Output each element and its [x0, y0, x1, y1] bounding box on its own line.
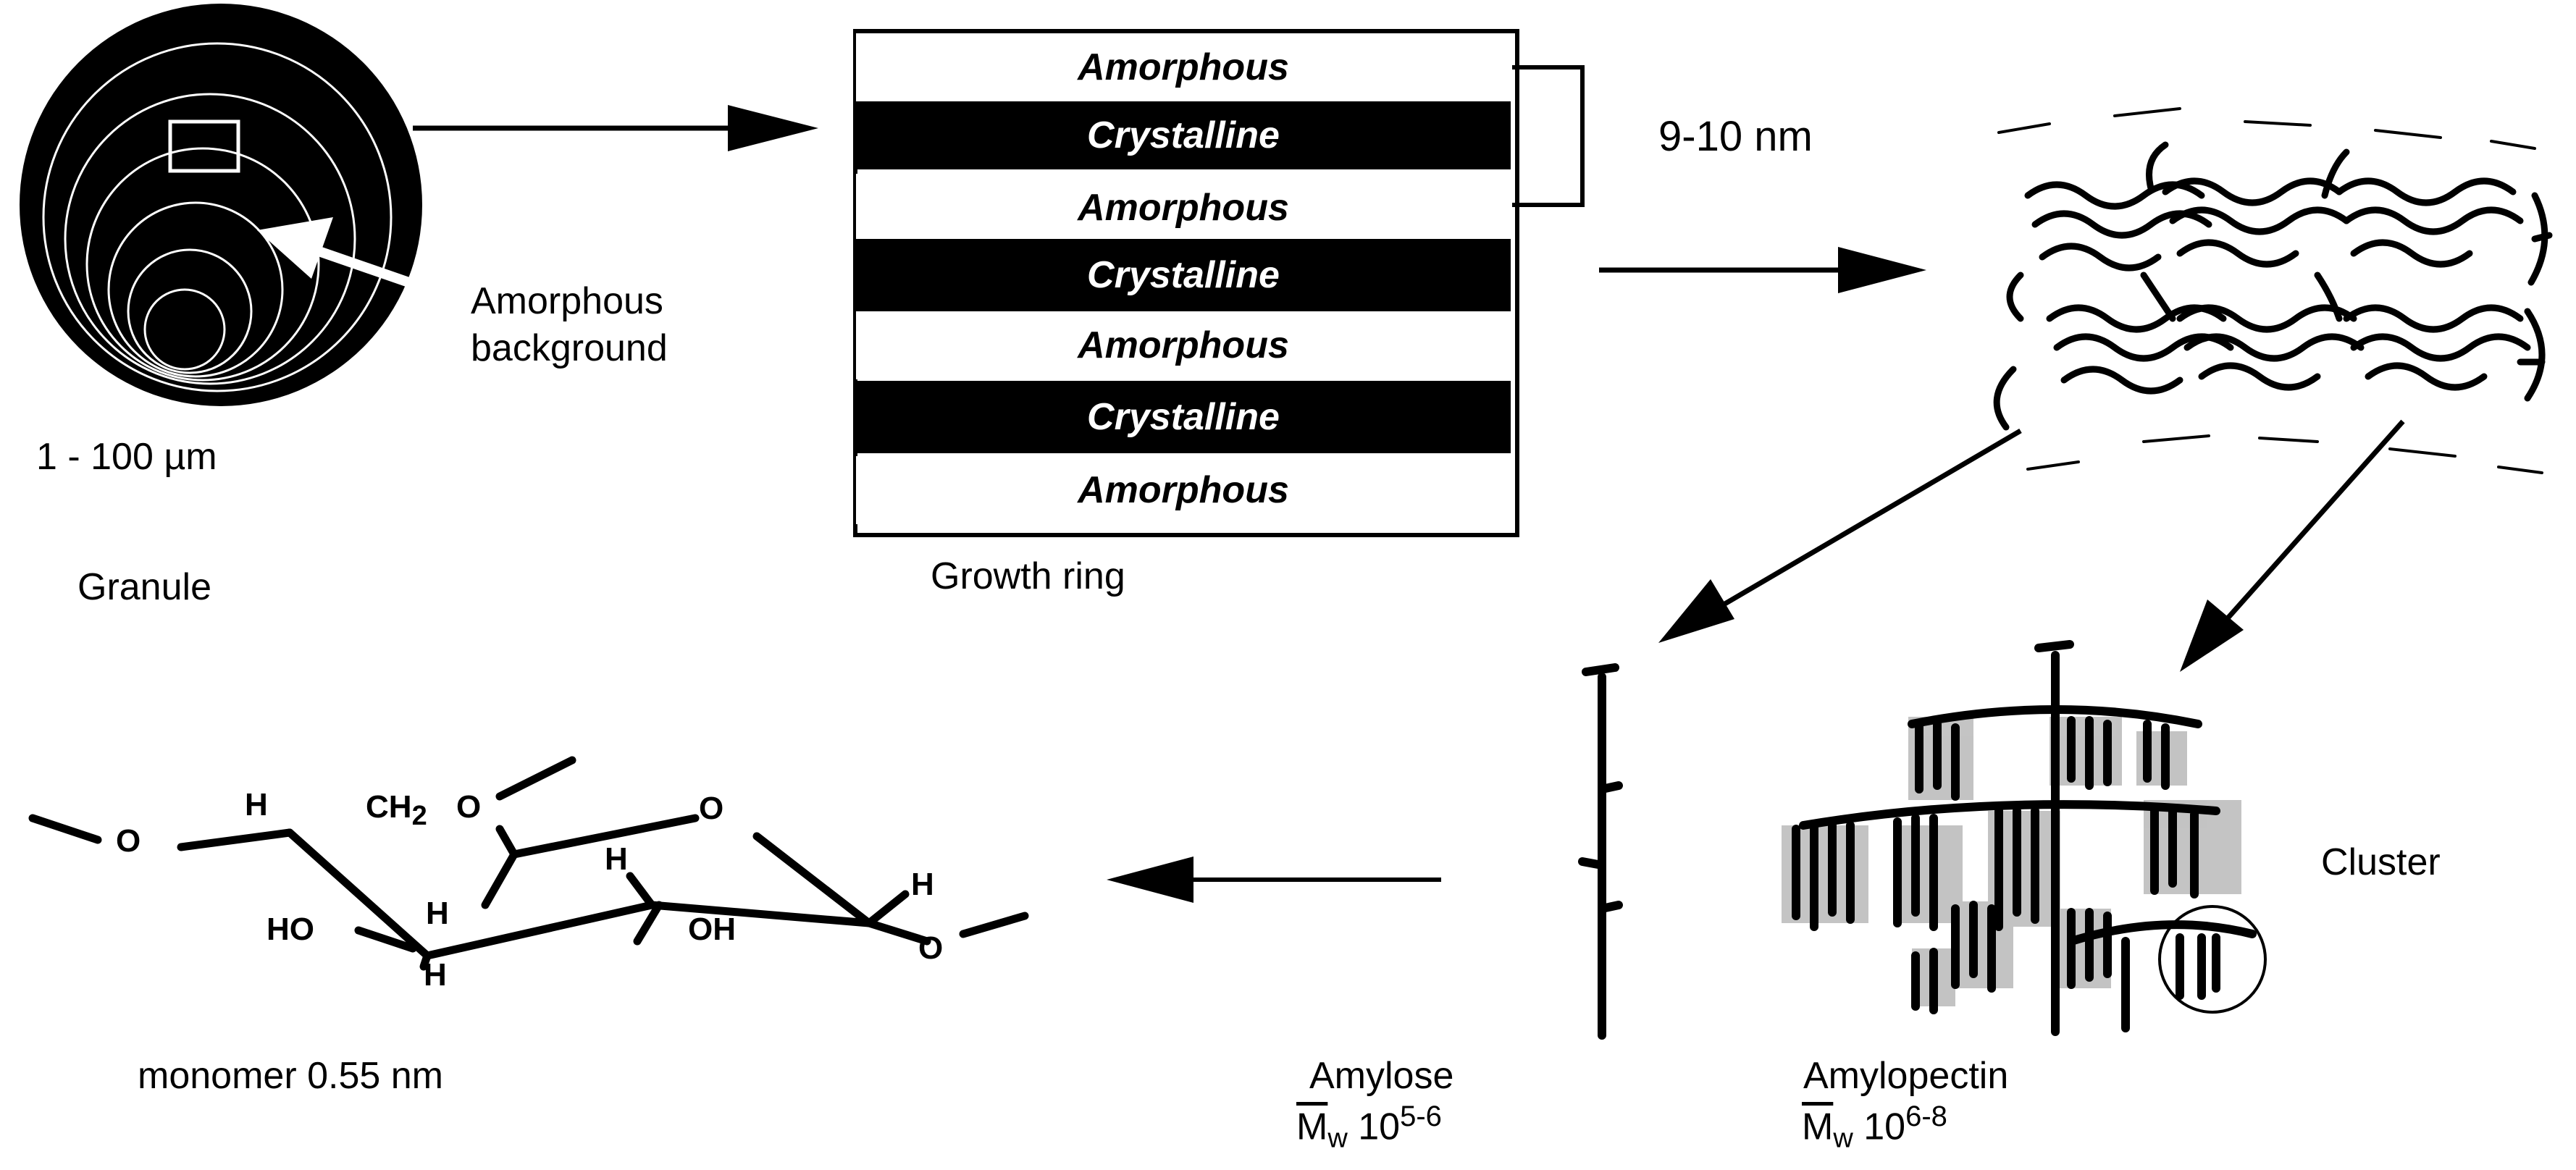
ring-layer-crystalline-3: Crystalline	[856, 381, 1511, 453]
monomer-caption: monomer 0.55 nm	[138, 1055, 443, 1097]
atom-ho: HO	[267, 912, 314, 947]
amylose-mw-symbol: M	[1296, 1106, 1328, 1148]
amylopectin-mw-exp: 6-8	[1905, 1100, 1947, 1132]
period-bracket	[1512, 65, 1585, 207]
granule-caption: Granule	[77, 566, 211, 608]
amorphous-pointer-arrow	[257, 217, 457, 303]
granule-size-label: 1 - 100 µm	[36, 436, 217, 478]
amylose-mw-sub: w	[1327, 1123, 1348, 1154]
arrow-amylose-to-monomer	[1107, 857, 1441, 903]
lamellae-structure	[1993, 107, 2553, 474]
amylose-mw-base: 10	[1347, 1106, 1401, 1148]
atom-o-right: O	[918, 930, 944, 966]
atom-h-c3: H	[605, 841, 628, 877]
amylose-chain	[1578, 663, 1623, 1040]
growth-ring-caption: Growth ring	[931, 555, 1125, 597]
amylopectin-mw-sub: w	[1833, 1123, 1853, 1154]
amylopectin-mw-base: 10	[1853, 1106, 1906, 1148]
ring-layer-amorphous-3: Amorphous	[856, 311, 1511, 379]
atom-h-top: H	[245, 787, 268, 822]
ring-layer-crystalline-1: Crystalline	[856, 101, 1511, 169]
ring-layer-crystalline-2: Crystalline	[856, 239, 1511, 311]
amorphous-background-label-2: background	[471, 327, 668, 369]
amylopectin-mw: Mw 106-8	[1802, 1102, 1947, 1153]
arrow-granule-to-ring	[413, 105, 818, 151]
atom-o-ch2: O	[456, 789, 482, 825]
glucose-monomer-structure	[28, 756, 1029, 971]
amorphous-background-label-1: Amorphous	[471, 280, 663, 322]
atom-h-right: H	[911, 867, 934, 902]
atom-oh: OH	[688, 912, 736, 947]
period-label: 9-10 nm	[1658, 113, 1813, 160]
ring-layer-amorphous-2: Amorphous	[856, 174, 1511, 242]
arrow-lamellae-to-amylose	[1658, 428, 2022, 643]
ring-layer-amorphous-4: Amorphous	[856, 456, 1511, 524]
atom-ch2-ch: CH	[366, 789, 412, 825]
arrow-lamellae-to-amylopectin	[2180, 419, 2405, 672]
amylopectin-mw-symbol: M	[1802, 1106, 1834, 1148]
amylose-mw: Mw 105-6	[1296, 1102, 1442, 1153]
atom-o-ring: O	[699, 791, 724, 826]
atom-h-bottom: H	[424, 957, 447, 993]
cluster-label: Cluster	[2321, 841, 2441, 883]
growth-ring-stack	[853, 29, 1519, 537]
atom-h-mid: H	[426, 896, 449, 931]
amylopectin-name: Amylopectin	[1803, 1055, 2009, 1097]
atom-ch2-sub: 2	[411, 800, 427, 831]
arrow-ring-to-lamellae	[1599, 247, 1926, 293]
atom-ch2: CH2	[366, 791, 427, 830]
amylopectin-tree	[1782, 640, 2267, 1036]
granule-disc	[20, 4, 422, 406]
ring-layer-amorphous-1: Amorphous	[856, 33, 1511, 101]
amylose-mw-exp: 5-6	[1400, 1100, 1442, 1132]
atom-o-left: O	[116, 823, 141, 859]
amylose-name: Amylose	[1309, 1055, 1454, 1097]
